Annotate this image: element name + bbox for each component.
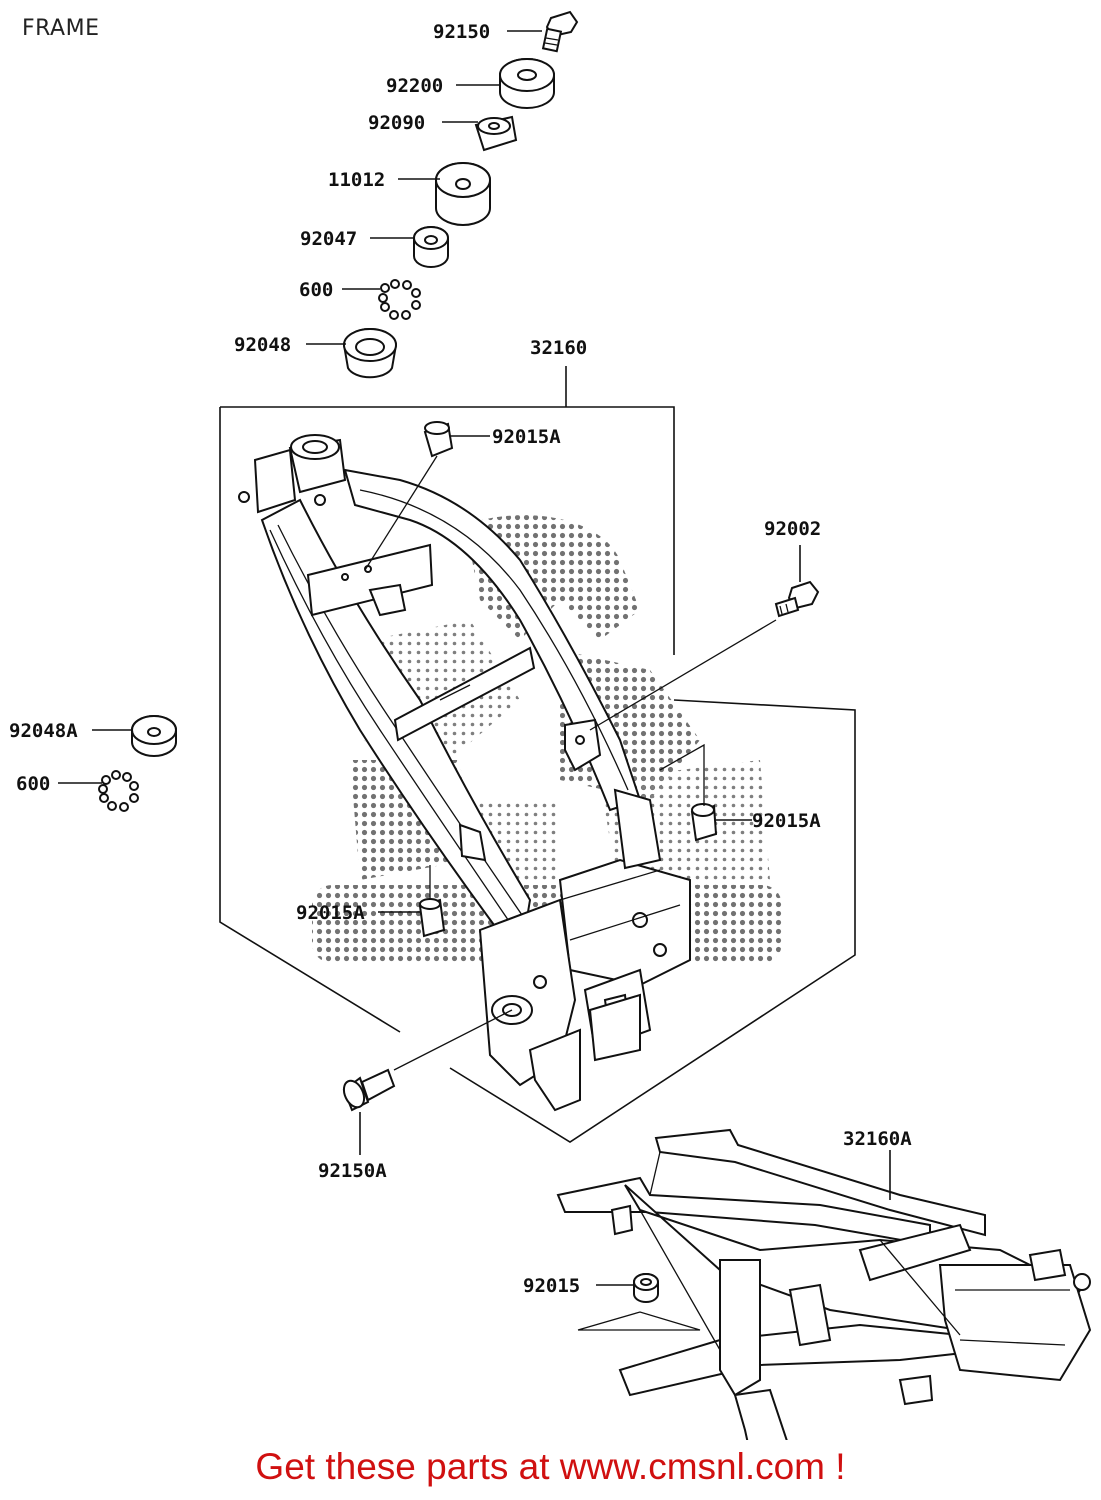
bearing-balls-600[interactable] <box>378 279 421 320</box>
callout-92048A[interactable]: 92048A <box>9 720 78 742</box>
callout-92048[interactable]: 92048 <box>234 334 291 356</box>
main-frame-32160[interactable] <box>238 434 691 1112</box>
callout-92200[interactable]: 92200 <box>386 75 443 97</box>
bolt-92150A[interactable] <box>340 1068 396 1112</box>
bolt-92150[interactable] <box>541 10 579 53</box>
leader-92002-path <box>589 619 777 731</box>
collar-92047[interactable] <box>413 226 449 268</box>
assembly-outline <box>219 406 856 1143</box>
callout-92090[interactable]: 92090 <box>368 112 425 134</box>
callout-92015A-top[interactable]: 92015A <box>492 426 561 448</box>
bearing-balls-600-left[interactable] <box>98 770 139 812</box>
race-92048A[interactable] <box>131 715 177 757</box>
nut-92090[interactable] <box>474 115 518 152</box>
callout-600-left[interactable]: 600 <box>16 773 50 795</box>
nut-92015[interactable] <box>633 1273 659 1303</box>
callout-32160[interactable]: 32160 <box>530 337 587 359</box>
leader-92015A-top-path <box>364 455 438 571</box>
callout-92047[interactable]: 92047 <box>300 228 357 250</box>
leader-92150A-path <box>393 1009 513 1071</box>
callout-92015[interactable]: 92015 <box>523 1275 580 1297</box>
nut-92015A-right[interactable] <box>690 803 718 842</box>
callout-92150A[interactable]: 92150A <box>318 1160 387 1182</box>
washer-92200[interactable] <box>499 58 555 109</box>
callout-11012[interactable]: 11012 <box>328 169 385 191</box>
race-92048[interactable] <box>342 328 398 379</box>
callout-92015A-left[interactable]: 92015A <box>296 902 365 924</box>
nut-92015A-left[interactable] <box>418 898 446 938</box>
callout-600-top[interactable]: 600 <box>299 279 333 301</box>
callout-92015A-right[interactable]: 92015A <box>752 810 821 832</box>
page-title: FRAME <box>22 16 100 41</box>
leader-92015A-right-path <box>659 743 705 806</box>
callout-92150[interactable]: 92150 <box>433 21 490 43</box>
exploded-view: 92150 92200 92090 11012 <box>9 10 1092 1440</box>
footer-link[interactable]: Get these parts at www.cmsnl.com ! <box>255 1446 846 1487</box>
nut-92015A-top[interactable] <box>423 421 454 458</box>
callout-92002[interactable]: 92002 <box>764 518 821 540</box>
leader-92015-path <box>577 1311 701 1331</box>
callout-32160A[interactable]: 32160A <box>843 1128 912 1150</box>
subframe-32160A[interactable] <box>556 1128 1092 1440</box>
bolt-92002[interactable] <box>774 580 820 618</box>
rubber-11012[interactable] <box>435 162 491 226</box>
